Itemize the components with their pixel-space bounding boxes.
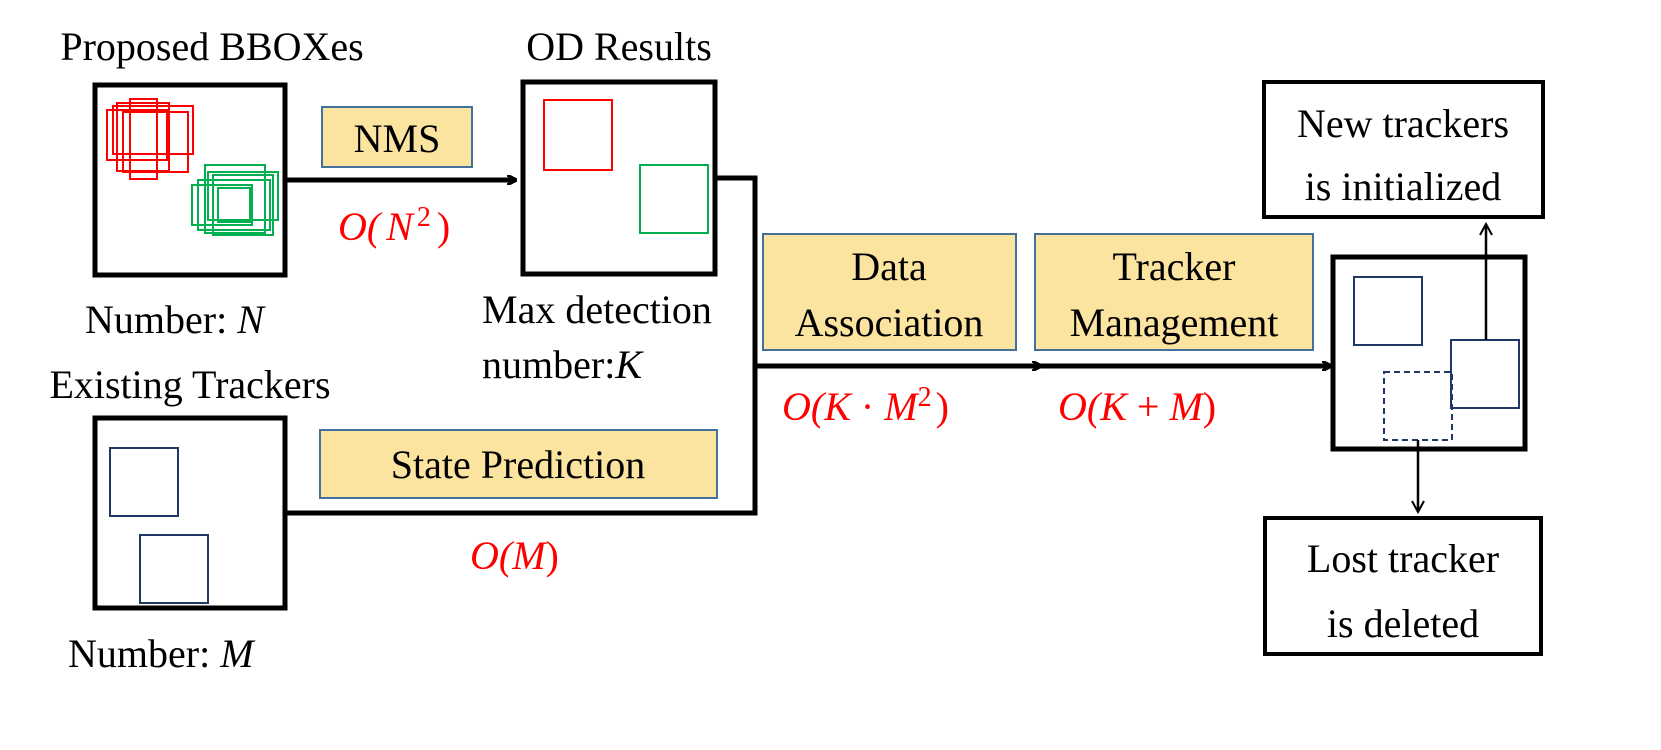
green-bbox-cluster xyxy=(191,164,279,236)
lost-tracker-box xyxy=(1383,371,1453,441)
lost-tracker-box-label xyxy=(1263,516,1543,656)
tracker-management-step xyxy=(1034,233,1314,351)
existing-tracker-box-1 xyxy=(109,447,179,517)
proposed-bboxes-title: Proposed BBOXes xyxy=(60,24,363,69)
lost-tracker-line1: Lost tracker xyxy=(1307,536,1499,581)
lost-tracker-line2: is deleted xyxy=(1327,601,1479,646)
od-red-box xyxy=(543,99,613,171)
od-results-frame xyxy=(520,79,718,277)
od-results-title: OD Results xyxy=(526,24,712,69)
red-bbox-cluster xyxy=(106,98,194,180)
tracker-management-line1: Tracker xyxy=(1113,244,1236,289)
existing-trackers-frame xyxy=(92,415,288,611)
state-prediction-connector xyxy=(286,366,758,516)
data-association-step xyxy=(762,233,1017,351)
data-association-line1: Data xyxy=(851,244,927,289)
state-prediction-step xyxy=(319,429,718,499)
state-prediction-complexity: O(M) xyxy=(470,533,559,578)
tracker-management-complexity: O(K + M) xyxy=(1058,384,1216,429)
tracker-output-frame xyxy=(1330,254,1528,452)
max-detection-line2: number:K xyxy=(482,342,644,387)
tracker-management-line2: Management xyxy=(1070,300,1279,345)
od-green-box xyxy=(639,164,709,234)
number-n-label: Number: N xyxy=(85,297,266,342)
state-prediction-label: State Prediction xyxy=(391,442,645,487)
data-association-complexity: O(K · M2) xyxy=(782,382,949,429)
nms-label: NMS xyxy=(354,116,441,161)
od-output-connector xyxy=(715,175,758,366)
number-m-label: Number: M xyxy=(68,631,256,676)
data-association-line2: Association xyxy=(795,300,984,345)
tracked-box xyxy=(1353,276,1423,346)
new-trackers-box xyxy=(1262,80,1545,219)
existing-trackers-title: Existing Trackers xyxy=(49,362,330,407)
new-trackers-line1: New trackers xyxy=(1297,101,1509,146)
new-tracker-box xyxy=(1450,339,1520,409)
proposed-bboxes-frame xyxy=(92,82,288,278)
new-trackers-line2: is initialized xyxy=(1305,164,1502,209)
existing-tracker-box-2 xyxy=(139,534,209,604)
nms-step xyxy=(321,106,473,168)
max-detection-line1: Max detection xyxy=(482,287,712,332)
